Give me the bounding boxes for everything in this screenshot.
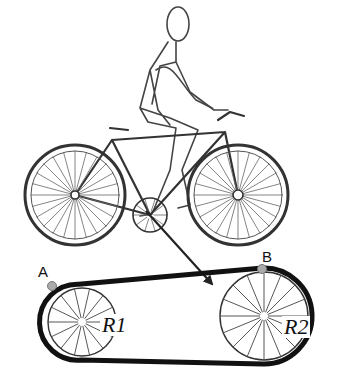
spoke [242,195,282,196]
spoke [83,326,90,355]
spoke [51,324,78,337]
spoke [151,199,155,211]
spoke [136,205,147,213]
spoke [220,316,260,317]
spoke [241,173,276,193]
spoke [200,197,235,217]
spoke [31,195,71,196]
spoke [136,217,147,225]
spoke [227,152,237,191]
spoke [239,199,249,238]
spoke [241,197,276,217]
spoke [51,307,78,320]
rider-figure [140,42,228,216]
spoke [32,196,71,206]
radius-label: R1 [100,314,128,336]
rear-wheel [25,145,125,245]
point-b-dot [258,265,267,274]
spoke [48,322,78,323]
chain [39,268,312,364]
spoke [266,320,281,357]
spoke [75,199,76,239]
spoke [194,195,234,196]
radius-label: R2 [282,316,310,338]
spoke [145,219,149,231]
spoke [240,198,260,233]
spoke [64,152,74,191]
spoke [268,299,305,314]
spoke [75,151,76,191]
spoke [78,173,113,193]
spoke [53,157,73,192]
spoke [240,157,260,192]
point-label: A [38,264,48,279]
spoke [223,318,260,333]
point-label: B [262,249,272,264]
spoke [154,215,167,216]
spoke [79,195,119,196]
spoke [76,199,86,238]
spoke [77,157,97,192]
spoke [133,215,146,216]
spoke [74,289,81,318]
spoke [216,157,236,192]
spoke [264,320,265,360]
spoke [242,184,281,194]
spoke [153,205,164,213]
spoke [61,325,80,348]
spoke [195,196,234,206]
spoke [238,199,239,239]
front-wheel [188,145,288,245]
spoke [53,198,73,233]
spoke [238,151,239,191]
spoke [77,198,97,233]
spoke [78,197,113,217]
spoke [247,275,262,312]
spoke [37,173,72,193]
spoke [37,197,72,217]
point-a-dot [48,282,57,291]
spoke [216,198,236,233]
spoke [264,272,265,312]
rider-arm [156,67,212,108]
bike-frame [75,112,244,215]
spoke [200,173,235,193]
spoke [145,199,149,211]
rider-head [167,7,189,41]
spoke [79,184,118,194]
